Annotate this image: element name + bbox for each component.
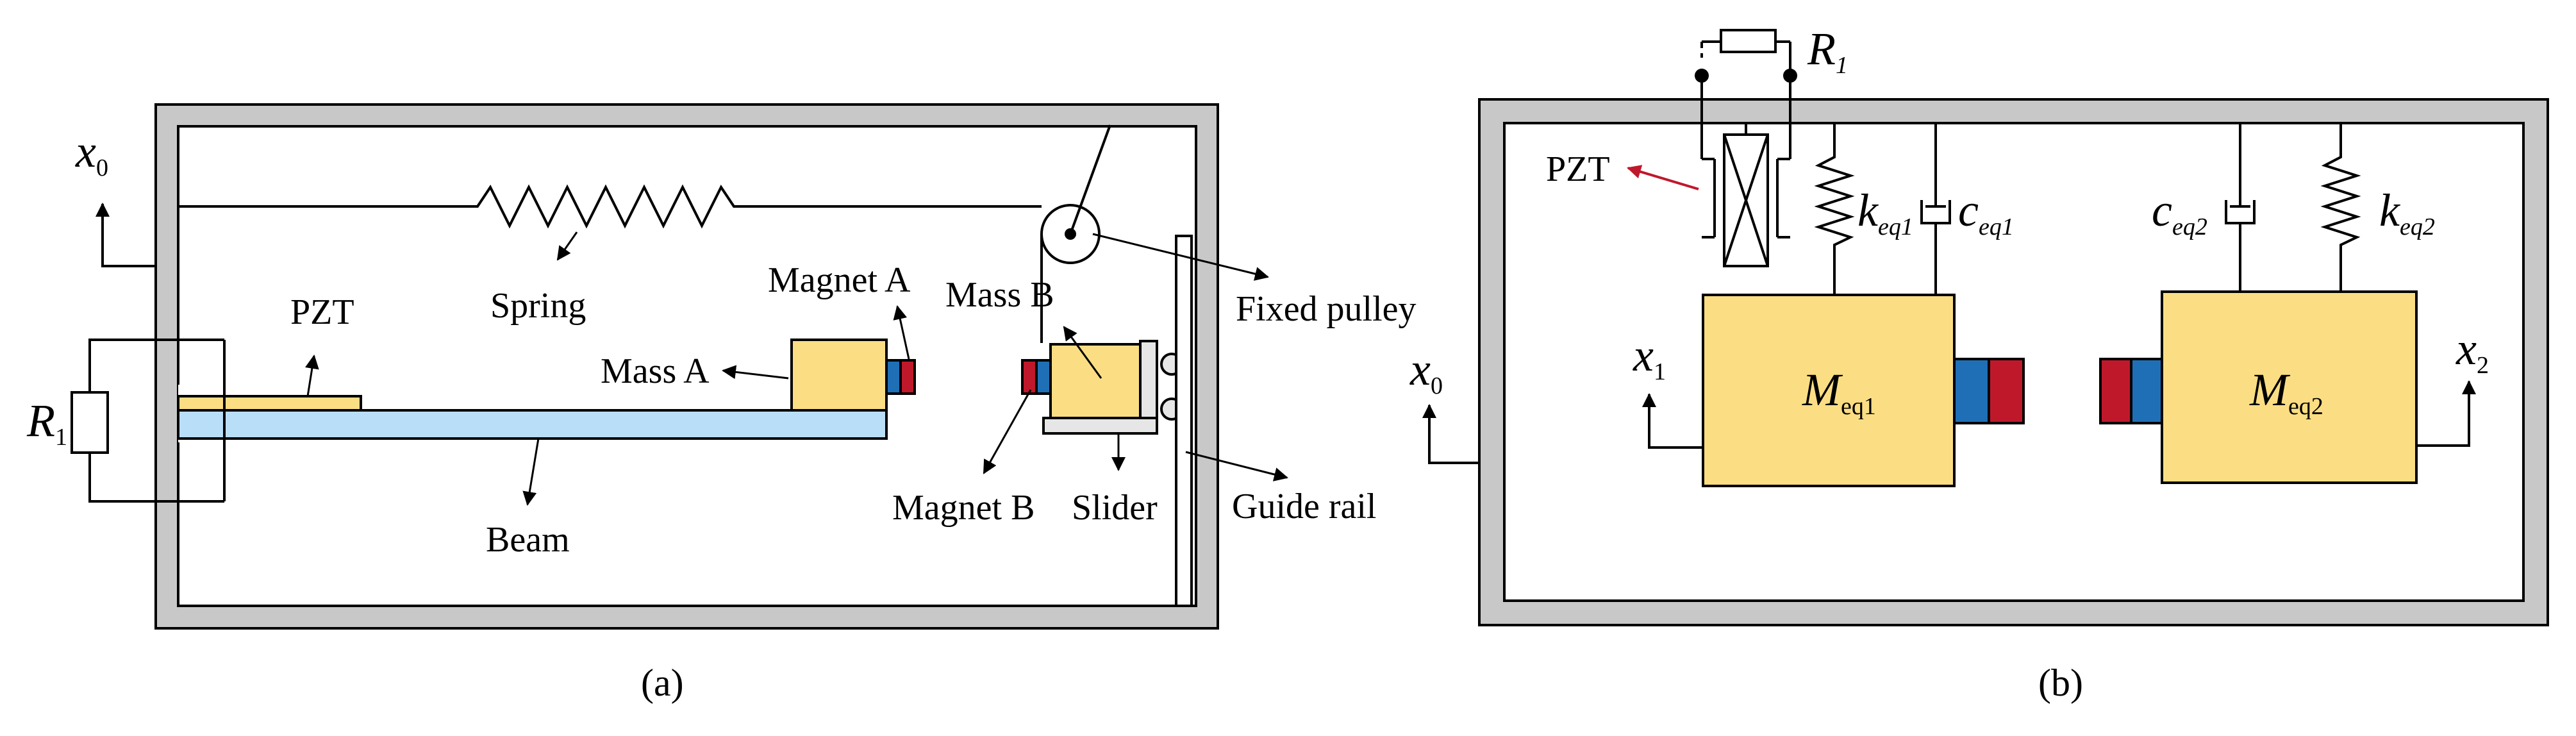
mass-b — [1049, 343, 1142, 419]
mass-a-label: Mass A — [601, 351, 710, 391]
magnet-2-blue — [2130, 358, 2163, 424]
meq1-label: Meq1 — [1802, 364, 1876, 420]
spring-icon — [2320, 123, 2361, 292]
magnet-b-red — [1021, 359, 1038, 395]
load-circuit-a — [88, 339, 226, 503]
magnet-a-red — [899, 359, 916, 395]
spring-icon — [178, 184, 1042, 229]
base-excitation-arrow-a — [96, 203, 156, 267]
spring-icon — [1814, 123, 1855, 295]
magnet-2-red — [2099, 358, 2132, 424]
base-excitation-arrow-b — [1422, 404, 1479, 464]
pzt-label-b: PZT — [1546, 149, 1610, 189]
magnet-a-label: Magnet A — [768, 260, 911, 300]
x0-label-a: x0 — [75, 126, 108, 181]
keq2-label: keq2 — [2379, 185, 2435, 240]
damper-icon — [2225, 123, 2256, 292]
resistor-icon — [1720, 29, 1777, 53]
x0-label-b: x0 — [1409, 344, 1443, 399]
magnet-1-red — [1988, 358, 2025, 424]
terminal-left — [1695, 69, 1709, 83]
x2-arrow — [2416, 380, 2476, 447]
housing-frame-a — [154, 103, 1219, 630]
r1-label-a: R1 — [26, 395, 67, 451]
slider-label: Slider — [1072, 488, 1158, 528]
beam-label: Beam — [486, 520, 570, 560]
slider-bracket — [1139, 340, 1158, 422]
spring-label: Spring — [490, 286, 586, 326]
ceq1-label: ceq1 — [1958, 185, 2014, 240]
damper-icon — [1920, 123, 1951, 295]
resistor-icon — [71, 391, 109, 454]
magnet-a-blue — [885, 359, 902, 395]
ceq2-label: ceq2 — [2152, 185, 2207, 240]
guide-rail-label: Guide rail — [1232, 487, 1376, 526]
slider-plate — [1042, 417, 1158, 435]
mass-b-label: Mass B — [945, 275, 1054, 315]
annotation-arrows-a — [305, 231, 1288, 506]
pulley-hanger — [1069, 124, 1111, 235]
caption-a: (a) — [641, 662, 684, 704]
panel-a: x0 R1 — [26, 103, 1417, 704]
mass-a — [790, 339, 888, 412]
meq2-label: Meq2 — [2249, 364, 2323, 420]
pzt-pointer-arrow — [1627, 165, 1699, 190]
keq1-label: keq1 — [1857, 185, 1913, 240]
magnet-b-label: Magnet B — [892, 488, 1035, 528]
magnet-1-blue — [1953, 358, 1990, 424]
x1-arrow — [1642, 393, 1703, 449]
housing-frame-b — [1478, 98, 2549, 626]
panel-b: x0 R1 PZT keq — [1409, 23, 2549, 704]
caption-b: (b) — [2038, 662, 2083, 704]
fixed-pulley-label: Fixed pulley — [1236, 289, 1417, 329]
load-circuit-b — [1700, 40, 1791, 159]
pzt-element-b — [1702, 123, 1790, 267]
r1-label-b: R1 — [1807, 23, 1848, 79]
x1-label: x1 — [1633, 330, 1666, 385]
magnet-b-blue — [1035, 359, 1052, 395]
mass-meq2 — [2161, 290, 2418, 484]
beam — [177, 409, 888, 440]
x2-label: x2 — [2456, 323, 2489, 379]
pzt-layer-a — [177, 395, 362, 412]
pzt-label-a: PZT — [290, 292, 354, 332]
terminal-right — [1783, 69, 1797, 83]
guide-rail — [1175, 235, 1193, 607]
